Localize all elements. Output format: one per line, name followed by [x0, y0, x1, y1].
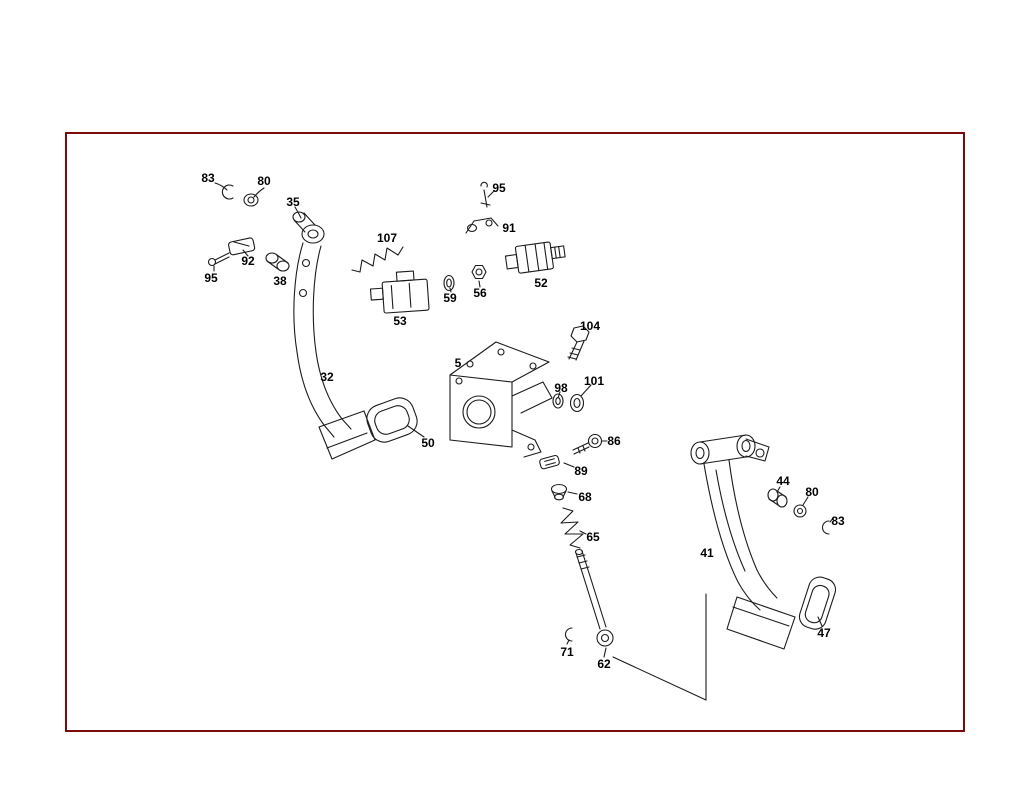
- retaining-clip-83-upper-drawing: [221, 184, 234, 200]
- spring-107-drawing: [351, 246, 404, 273]
- valve-52-drawing: [504, 241, 566, 274]
- part-label-107: 107: [376, 231, 398, 245]
- part-label-56: 56: [473, 286, 487, 300]
- pedal-rubber-50-drawing: [366, 397, 418, 443]
- part-label-104: 104: [579, 319, 601, 333]
- part-label-71: 71: [560, 645, 574, 659]
- part-label-32: 32: [320, 370, 334, 384]
- part-label-95-left: 95: [204, 271, 218, 285]
- pin-95-top-drawing: [480, 181, 491, 208]
- part-label-92: 92: [241, 254, 255, 268]
- retaining-clip-71-drawing: [564, 627, 573, 642]
- part-label-59: 59: [443, 291, 457, 305]
- plug-68-drawing: [550, 483, 568, 501]
- part-label-83-upper: 83: [201, 171, 215, 185]
- pedal-bracket-5-drawing: [449, 341, 553, 458]
- clip-nut-89-drawing: [539, 454, 560, 470]
- part-label-91: 91: [502, 221, 516, 235]
- bracket-91-drawing: [465, 217, 499, 234]
- grommet-59-drawing: [443, 274, 455, 292]
- bolt-86-drawing: [572, 433, 603, 455]
- part-label-44: 44: [776, 474, 790, 488]
- grommet-101-drawing: [569, 393, 585, 413]
- pivot-pin-35-drawing: [292, 211, 316, 233]
- pedal-pad-47-drawing: [798, 576, 837, 630]
- part-label-50: 50: [421, 436, 435, 450]
- part-label-35: 35: [286, 195, 300, 209]
- pushrod-62-drawing: [574, 548, 614, 647]
- clutch-pedal-32-drawing: [293, 224, 376, 460]
- part-label-98: 98: [554, 381, 568, 395]
- grommet-98-drawing: [552, 393, 564, 409]
- part-label-89: 89: [574, 464, 588, 478]
- cotter-pin-95-left-drawing: [207, 252, 230, 267]
- part-label-65: 65: [586, 530, 600, 544]
- part-label-86: 86: [607, 434, 621, 448]
- part-label-80-upper: 80: [257, 174, 271, 188]
- part-label-41: 41: [700, 546, 714, 560]
- fold-line: [612, 593, 707, 701]
- bushing-38-drawing: [265, 252, 290, 272]
- part-label-47: 47: [817, 626, 831, 640]
- part-label-53: 53: [393, 314, 407, 328]
- part-label-95-top: 95: [492, 181, 506, 195]
- part-label-38: 38: [273, 274, 287, 288]
- part-label-5: 5: [454, 356, 462, 370]
- part-label-52: 52: [534, 276, 548, 290]
- switch-53-drawing: [369, 270, 430, 314]
- retaining-clip-83-right-drawing: [821, 520, 830, 535]
- part-label-83-right: 83: [831, 514, 845, 528]
- bushing-80-upper-drawing: [243, 193, 259, 207]
- washer-80-right-drawing: [793, 504, 807, 518]
- leader-lines: [213, 182, 835, 658]
- brake-pedal-41-drawing: [690, 434, 796, 650]
- clip-92-drawing: [228, 237, 256, 256]
- part-label-80-right: 80: [805, 485, 819, 499]
- nut-56-drawing: [471, 264, 487, 280]
- part-label-62: 62: [597, 657, 611, 671]
- spring-65-drawing: [560, 507, 584, 549]
- part-label-101: 101: [583, 374, 605, 388]
- bushing-44-drawing: [767, 488, 788, 508]
- bolt-104-drawing: [567, 325, 590, 361]
- part-label-68: 68: [578, 490, 592, 504]
- diagram-border-frame: [65, 132, 965, 732]
